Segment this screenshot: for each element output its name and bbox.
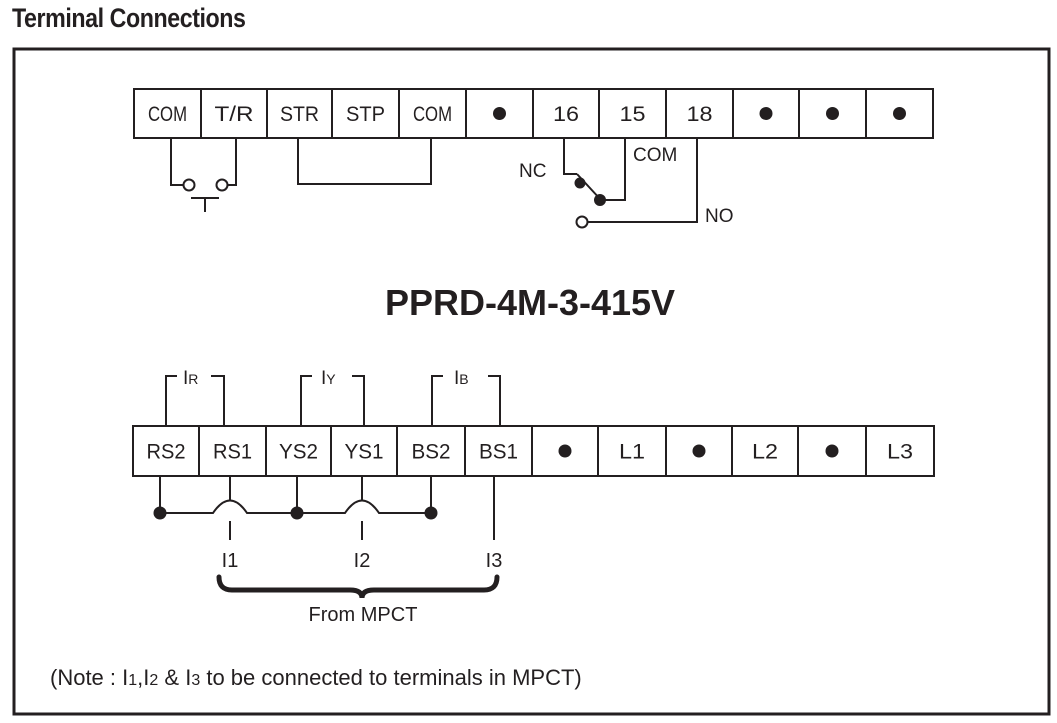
terminal-label: BS2 [411,441,450,464]
terminal-label: RS2 [146,441,185,464]
terminal-box [330,425,398,477]
terminal-label: L1 [619,441,645,464]
diagram-frame [12,47,1051,716]
relay-contact [563,138,698,229]
terminal-label: COM [413,103,452,126]
terminal-box [133,88,202,139]
top-terminal-1-com: COM [133,88,202,139]
bottom-terminal-11-dot [797,425,867,477]
terminal-label: BS1 [479,441,518,464]
top-terminal-2-t-r: T/R [200,88,268,139]
top-terminal-strip: COM T/R STR STP COM 16 15 18 [133,88,934,139]
top-terminal-4-stp: STP [331,88,400,139]
terminal-label: STR [280,103,319,126]
terminal-box [132,425,200,477]
relay-com-label: COM [633,145,677,166]
terminal-label: L2 [752,441,778,464]
terminal-label: STP [346,103,385,126]
bottom-terminal-3-ys2: YS2 [265,425,332,477]
top-terminal-7-16: 16 [532,88,600,139]
common-bus-wiring [153,476,495,540]
terminal-label: 16 [553,103,579,126]
terminal-label: YS1 [344,441,383,464]
bottom-terminal-2-rs1: RS1 [198,425,267,477]
bottom-terminal-5-bs2: BS2 [396,425,466,477]
terminal-label: 18 [686,103,712,126]
terminal-dot [558,444,572,458]
terminal-label: T/R [214,103,253,126]
current-brackets [165,375,501,426]
str-com-link [297,138,432,185]
bottom-terminal-7-dot [531,425,599,477]
terminal-box [597,425,667,477]
top-terminal-5-com: COM [398,88,467,139]
terminal-label: L3 [887,441,913,464]
top-terminal-3-str: STR [266,88,333,139]
mpct-brace [216,574,500,599]
terminal-dot [493,107,506,120]
bottom-terminal-6-bs1: BS1 [464,425,533,477]
terminal-label: YS2 [279,441,318,464]
from-mpct-label: From MPCT [309,604,418,626]
terminal-box [797,425,867,477]
terminal-box [865,425,935,477]
top-terminal-6-dot [465,88,534,139]
terminal-dot [759,107,773,120]
terminal-box [398,88,467,139]
terminal-dot [826,107,839,120]
top-terminal-9-18: 18 [665,88,734,139]
terminal-box [266,88,333,139]
model-name: PPRD-4M-3-415V [385,282,675,323]
connection-note: (Note : I1,I2 & I3 to be connected to te… [50,665,582,690]
current-b-label: IB [454,368,469,389]
input-i1-label: I1 [222,550,239,572]
terminal-label: RS1 [213,441,252,464]
bottom-terminal-10-l2: L2 [731,425,799,477]
terminal-dot [825,444,839,458]
bottom-terminal-9-dot [665,425,733,477]
terminal-box [265,425,332,477]
tr-push-button [170,138,237,212]
relay-no-label: NO [705,206,734,227]
terminal-box [464,425,533,477]
terminal-label: 15 [619,103,645,126]
top-terminal-12-dot [865,88,934,139]
top-terminal-8-15: 15 [598,88,667,139]
input-i3-label: I3 [486,550,503,572]
terminal-box [200,88,268,139]
terminal-dot [893,107,906,120]
top-terminal-11-dot [798,88,867,139]
top-terminal-10-dot [732,88,800,139]
bottom-terminal-1-rs2: RS2 [132,425,200,477]
section-heading: Terminal Connections [12,3,246,33]
current-y-label: IY [321,368,336,389]
terminal-box [598,88,667,139]
terminal-label: COM [148,103,187,126]
relay-nc-label: NC [519,161,546,182]
bottom-terminal-strip: RS2 RS1 YS2 YS1 BS2 BS1 L1 L2 L3 [132,425,935,477]
bottom-terminal-12-l3: L3 [865,425,935,477]
bottom-terminal-8-l1: L1 [597,425,667,477]
bottom-terminal-4-ys1: YS1 [330,425,398,477]
current-r-label: IR [183,368,198,389]
terminal-box [198,425,267,477]
terminal-dot [692,444,706,458]
terminal-box [331,88,400,139]
input-i2-label: I2 [354,550,371,572]
